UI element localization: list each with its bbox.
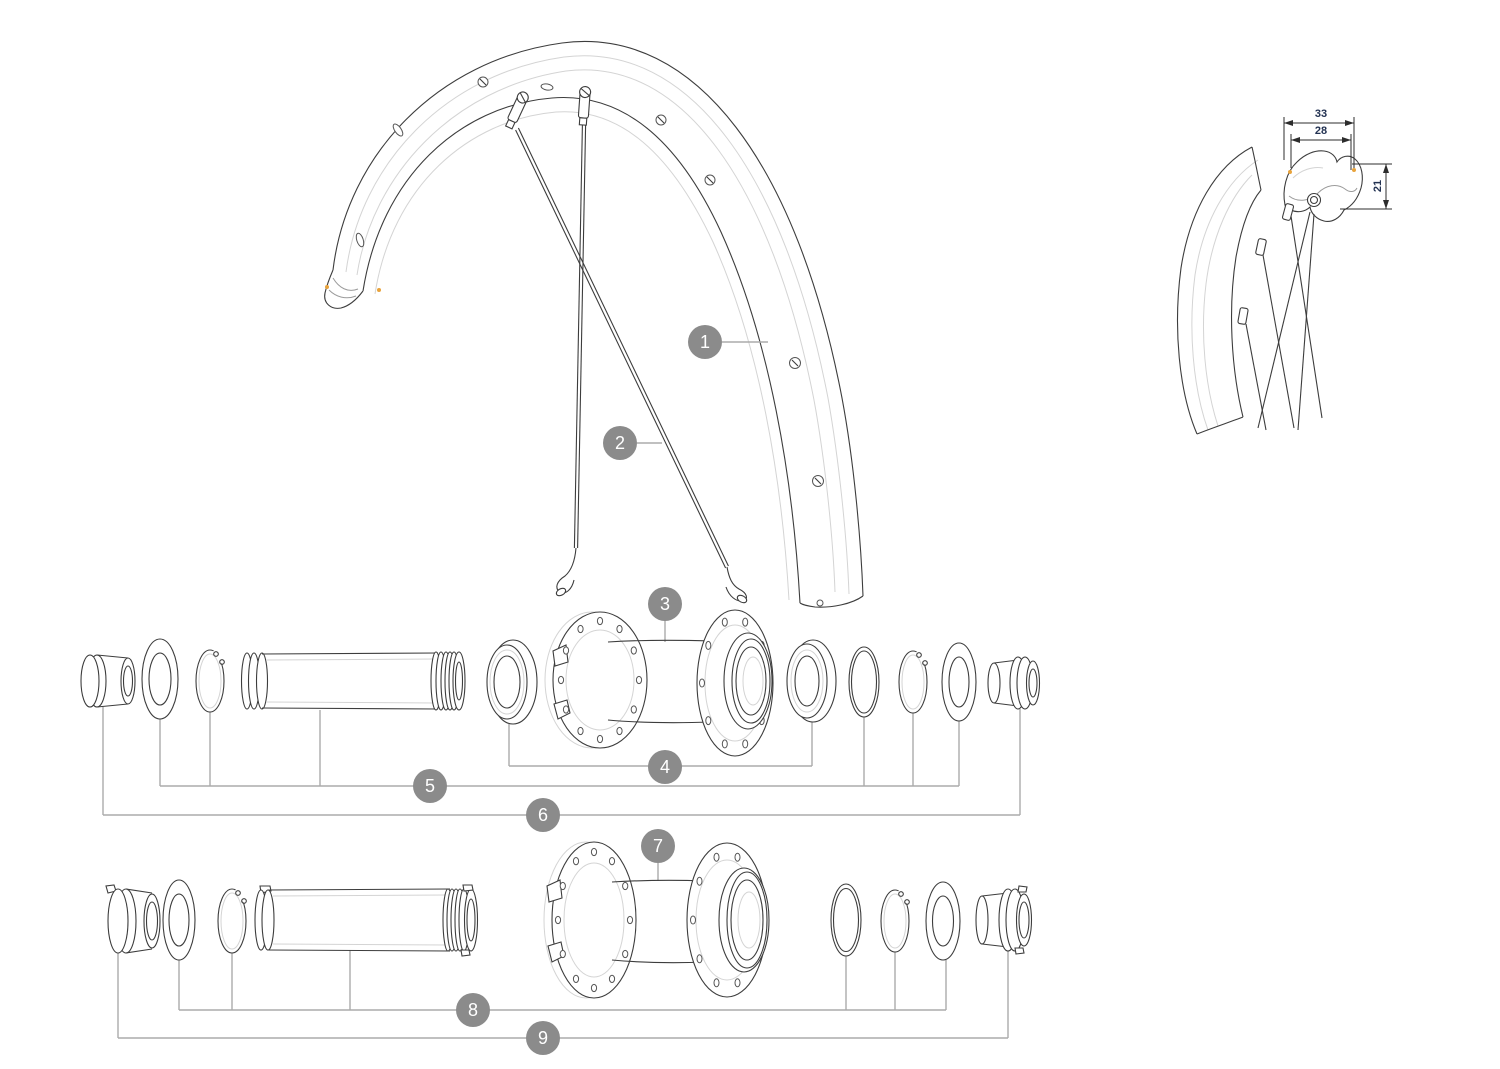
dimension-inner-width: 28 <box>1314 125 1328 137</box>
callout-2[interactable]: 2 <box>603 426 637 460</box>
seal-ring <box>830 883 862 957</box>
snap-ring <box>195 648 227 713</box>
callout-1[interactable]: 1 <box>688 325 722 359</box>
rim <box>324 41 864 608</box>
end-cap <box>975 885 1033 955</box>
spoke-nipple <box>577 85 592 126</box>
rim-profile <box>1283 150 1363 222</box>
callout-3[interactable]: 3 <box>648 587 682 621</box>
section-nipple <box>1306 192 1322 208</box>
front-hub-assembly <box>80 609 1041 757</box>
hub-shell <box>544 609 774 757</box>
dimension-lines <box>1283 117 1392 210</box>
rim-section-detail <box>1176 117 1392 435</box>
rear-hub-assembly <box>105 841 1033 999</box>
end-cap <box>105 884 161 954</box>
spoke-vertical <box>555 85 592 597</box>
spokes <box>504 85 748 604</box>
washer <box>162 879 196 961</box>
axle <box>254 884 479 957</box>
snap-ring <box>217 887 249 954</box>
bead-hook-marker <box>377 288 381 292</box>
bead-hook-marker <box>325 285 329 289</box>
callout-7[interactable]: 7 <box>641 829 675 863</box>
snap-ring <box>898 649 930 714</box>
dimension-overall-width: 33 <box>1314 108 1328 120</box>
rim-spoke-holes <box>355 76 824 607</box>
callout-8[interactable]: 8 <box>456 993 490 1027</box>
end-cap <box>80 654 136 708</box>
snap-ring <box>880 888 912 953</box>
washer <box>925 881 961 961</box>
washer <box>941 642 977 722</box>
hub-shell <box>543 841 770 999</box>
bearing <box>786 639 837 723</box>
rim-end-profile <box>324 269 381 309</box>
spoke-diagonal <box>504 91 748 604</box>
bearing <box>486 639 538 725</box>
detail-spokes <box>1237 203 1323 431</box>
bead-hook-marker <box>1288 170 1292 174</box>
callout-6[interactable]: 6 <box>526 798 560 832</box>
callout-9[interactable]: 9 <box>526 1021 560 1055</box>
callout-5[interactable]: 5 <box>413 769 447 803</box>
washer <box>141 638 179 720</box>
callout-4[interactable]: 4 <box>648 750 682 784</box>
spoke-nipple <box>504 91 529 130</box>
bead-hook-marker <box>1352 168 1356 172</box>
axle <box>240 651 466 711</box>
dimension-depth: 21 <box>1372 179 1384 193</box>
end-cap <box>987 656 1041 710</box>
callout-leaders <box>102 341 1021 1039</box>
seal-ring <box>848 646 880 718</box>
